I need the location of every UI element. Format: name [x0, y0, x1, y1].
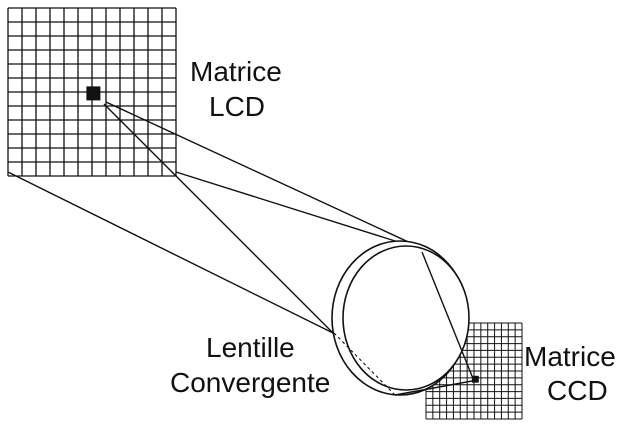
refracted-rays — [333, 251, 475, 396]
lens-inner-rim — [342, 245, 470, 391]
lcd-highlighted-pixel — [86, 86, 101, 101]
lens-label-line2: Convergente — [170, 367, 330, 398]
converging-lens — [331, 240, 470, 396]
projection-rays — [7, 101, 431, 334]
lcd-label-line2: LCD — [209, 91, 265, 122]
dotted-virtual-ray — [333, 332, 396, 396]
frame-ray-left — [7, 171, 334, 334]
ccd-highlighted-pixel — [471, 375, 479, 383]
ray-upper — [105, 101, 431, 253]
ray-through-lens-upper — [421, 251, 475, 382]
frame-ray-right — [175, 171, 431, 253]
ray-through-lens-lower — [394, 380, 473, 396]
lcd-label-line1: Matrice — [190, 56, 282, 87]
lens-label-line1: Lentille — [206, 332, 295, 363]
ray-lower — [103, 103, 334, 334]
ccd-label-line1: Matrice — [524, 341, 616, 372]
ccd-label-line2: CCD — [547, 375, 608, 406]
